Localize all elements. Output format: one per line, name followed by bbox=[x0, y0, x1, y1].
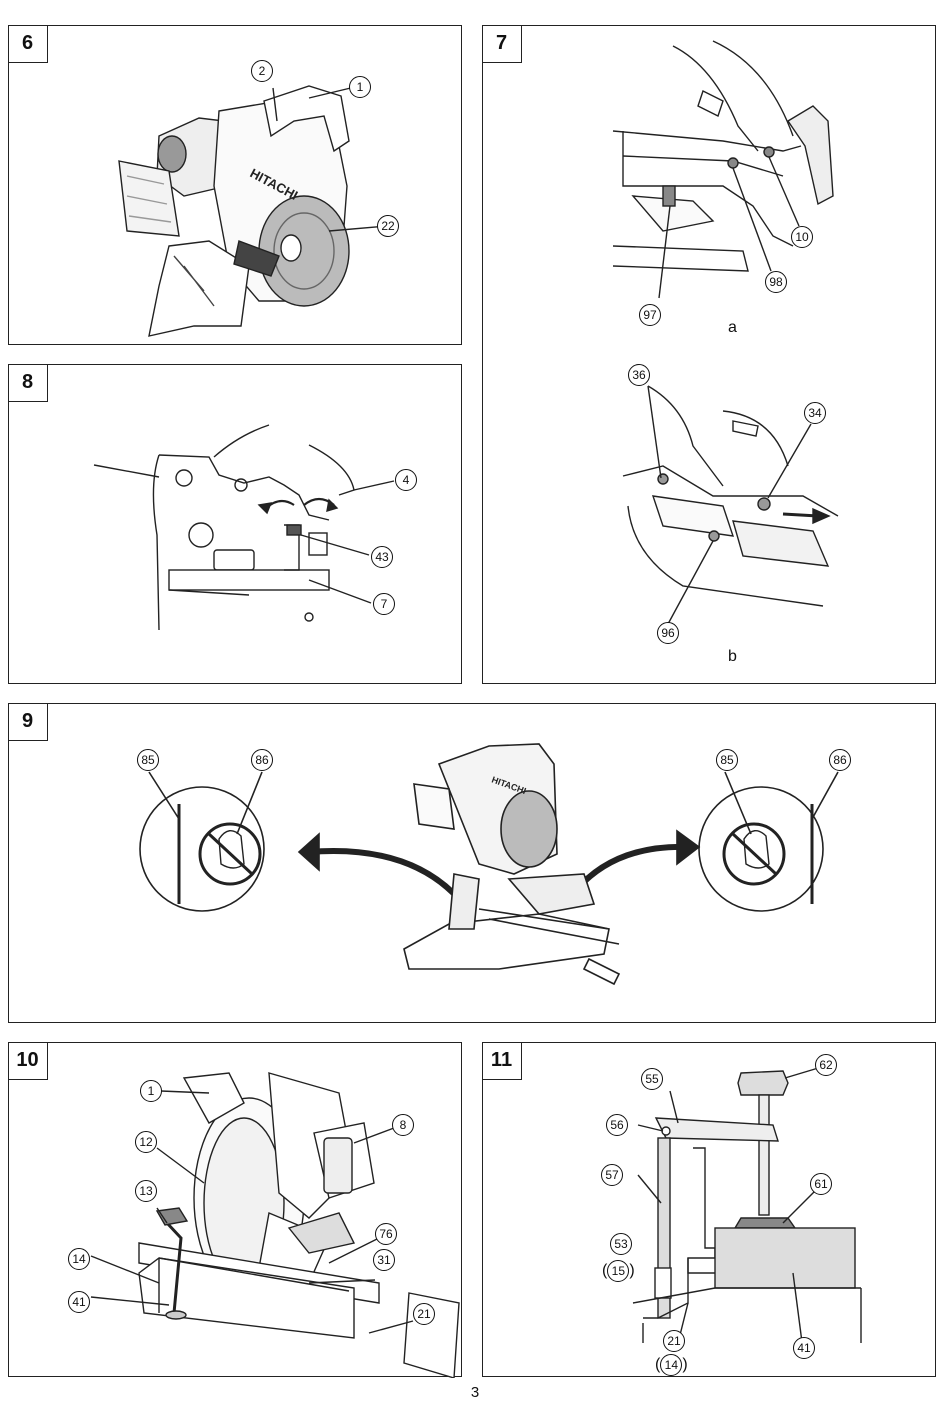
callout-36: 36 bbox=[628, 364, 650, 386]
callout-85-right: 85 bbox=[716, 749, 738, 771]
figure-10-number: 10 bbox=[7, 1041, 48, 1080]
callout-96: 96 bbox=[657, 622, 679, 644]
sub-figure-label-a: a bbox=[728, 319, 737, 336]
callout-10: 10 bbox=[791, 226, 813, 248]
figure-6-number: 6 bbox=[7, 24, 48, 63]
callout-4: 4 bbox=[395, 469, 417, 491]
vise-assembly-illustration bbox=[90, 1072, 460, 1378]
callout-1: 1 bbox=[140, 1080, 162, 1102]
page-number: 3 bbox=[470, 1384, 480, 1401]
callout-62: 62 bbox=[815, 1054, 837, 1076]
callout-86-left: 86 bbox=[251, 749, 273, 771]
callout-12: 12 bbox=[135, 1131, 157, 1153]
figure-7-panel: 7 bbox=[481, 24, 936, 684]
figure-9-panel: 9 bbox=[7, 702, 936, 1023]
figure-6-panel: 6 HITACHI 1 2 22 bbox=[7, 24, 462, 345]
callout-41: 41 bbox=[793, 1337, 815, 1359]
fence-adjustment-illustration bbox=[93, 424, 395, 631]
callout-7: 7 bbox=[373, 593, 395, 615]
warning-labels-illustration: HITACHI bbox=[139, 743, 839, 986]
callout-41: 41 bbox=[68, 1291, 90, 1313]
callout-86-right: 86 bbox=[829, 749, 851, 771]
callout-13: 13 bbox=[135, 1180, 157, 1202]
callout-15: 15 bbox=[607, 1260, 630, 1282]
callout-21: 21 bbox=[663, 1330, 685, 1352]
sub-figure-label-b: b bbox=[728, 648, 737, 665]
callout-14: 14 bbox=[68, 1248, 90, 1270]
callout-21: 21 bbox=[413, 1303, 435, 1325]
figure-11-number: 11 bbox=[481, 1041, 522, 1080]
callout-53: 53 bbox=[610, 1233, 632, 1255]
callout-97: 97 bbox=[639, 304, 661, 326]
callout-55: 55 bbox=[641, 1068, 663, 1090]
callout-14-parenthesized: (14) bbox=[655, 1354, 688, 1376]
callout-43: 43 bbox=[371, 546, 393, 568]
figure-9-number: 9 bbox=[7, 702, 48, 741]
callout-1: 1 bbox=[349, 76, 371, 98]
figure-8-panel: 8 4 43 7 bbox=[7, 363, 462, 684]
callout-8: 8 bbox=[392, 1114, 414, 1136]
callout-31: 31 bbox=[373, 1249, 395, 1271]
figure-10-panel: 10 bbox=[7, 1041, 462, 1378]
callout-22: 22 bbox=[377, 215, 399, 237]
callout-56: 56 bbox=[606, 1114, 628, 1136]
callout-34: 34 bbox=[804, 402, 826, 424]
miter-saw-head-illustration: HITACHI bbox=[118, 85, 388, 337]
callout-85-left: 85 bbox=[137, 749, 159, 771]
callout-61: 61 bbox=[810, 1173, 832, 1195]
stopper-detail-illustration bbox=[612, 40, 839, 625]
callout-15-parenthesized: (15) bbox=[602, 1260, 635, 1282]
figure-8-number: 8 bbox=[7, 363, 48, 402]
figure-11-panel: 11 bbox=[481, 1041, 936, 1377]
callout-98: 98 bbox=[765, 271, 787, 293]
callout-14: 14 bbox=[660, 1354, 683, 1376]
callout-2: 2 bbox=[251, 60, 273, 82]
figure-7-number: 7 bbox=[481, 24, 522, 63]
callout-76: 76 bbox=[375, 1223, 397, 1245]
callout-57: 57 bbox=[601, 1164, 623, 1186]
vise-cross-section-illustration bbox=[632, 1065, 862, 1351]
